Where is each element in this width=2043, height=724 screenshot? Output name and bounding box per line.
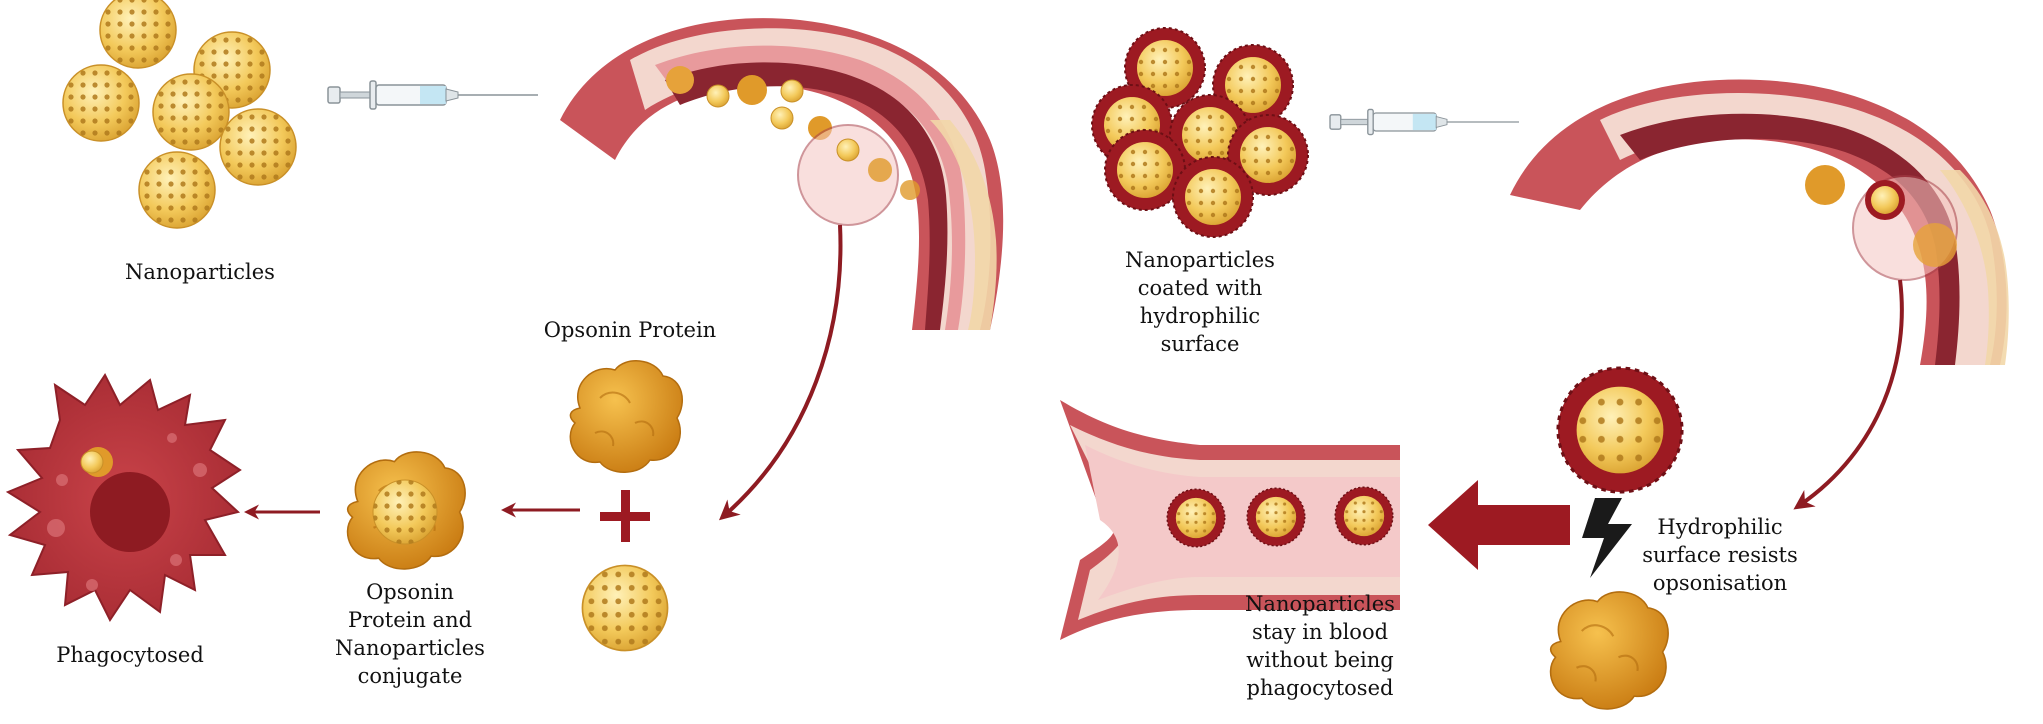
blood-vessel-icon [560,18,1004,331]
lightning-icon [1582,498,1632,578]
coated-line-3: hydrophilic [1139,304,1261,328]
conjugate-line-3: Nanoparticles [335,636,485,660]
conjugate-line-2: Protein and [347,608,473,632]
stay-line-3: without being [1246,648,1394,672]
plus-icon [600,490,650,542]
blood-vessel-branch-icon [1060,400,1400,640]
stay-line-1: Nanoparticles [1245,592,1395,616]
block-arrow [1428,480,1570,570]
opsonin-protein-icon [569,359,684,474]
opsonin-protein-icon [1549,590,1670,711]
vessel-to-resists-arrow [1793,279,1904,510]
resists-line-3: opsonisation [1652,571,1788,595]
coated-line-1: Nanoparticles [1125,248,1275,272]
conjugate-label: Opsonin Protein and Nanoparticles conjug… [325,578,495,690]
magnified-lens [797,124,899,226]
conjugate-line-4: conjugate [357,664,463,688]
coated-label: Nanoparticles coated with hydrophilic su… [1120,246,1280,358]
nanoparticle-icon [581,564,669,652]
coated-line-2: coated with [1137,276,1263,300]
coated-nanoparticle-icon [1556,366,1684,494]
stay-line-4: phagocytosed [1246,676,1394,700]
macrophage-icon [5,373,242,622]
conjugate-line-1: Opsonin [366,580,454,604]
phagocytosed-text: Phagocytosed [56,643,204,667]
syringe-icon [1329,108,1520,136]
phagocytosed-label: Phagocytosed [40,641,220,669]
opsonin-protein-text: Opsonin Protein [543,318,717,342]
stay-label: Nanoparticles stay in blood without bein… [1235,590,1405,702]
nanoparticles-text: Nanoparticles [125,260,275,284]
blood-vessel-icon [1510,79,2009,365]
resists-line-1: Hydrophilic [1657,515,1783,539]
opsonin-protein-label: Opsonin Protein [530,316,730,344]
nanoparticle-cluster [62,0,297,229]
coated-nanoparticle-cluster [1091,27,1309,238]
syringe-icon [327,80,539,110]
stay-line-2: stay in blood [1251,620,1389,644]
coated-line-4: surface [1160,332,1240,356]
resists-label: Hydrophilic surface resists opsonisation [1625,513,1815,597]
conjugate-icon [346,450,467,571]
nanoparticles-label: Nanoparticles [110,258,290,286]
vessel-to-plus-arrow [719,224,843,521]
resists-line-2: surface resists [1642,543,1798,567]
